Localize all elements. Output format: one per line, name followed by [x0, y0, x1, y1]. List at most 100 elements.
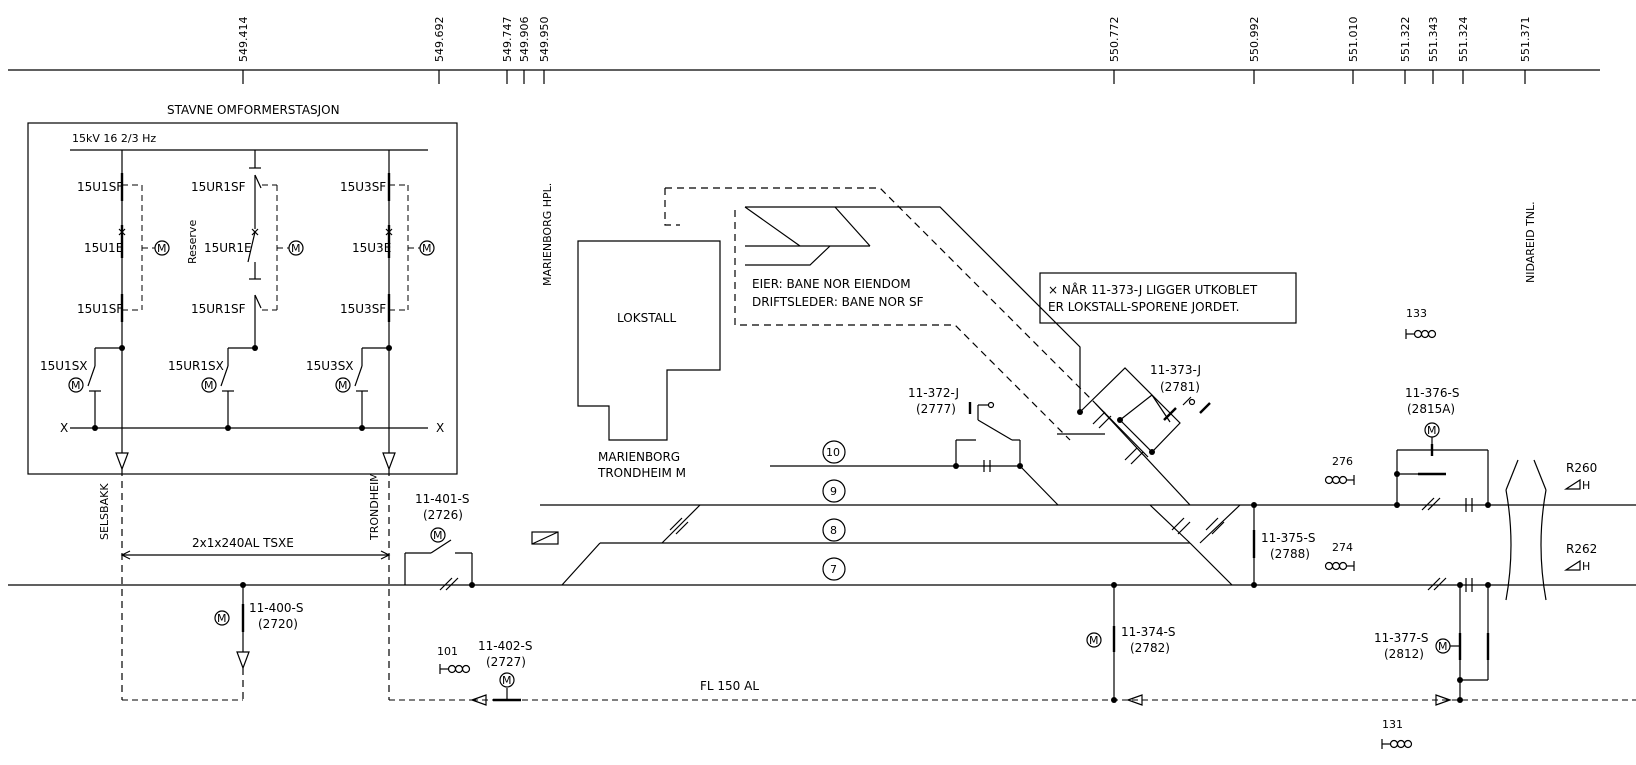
column-u1: M 15U1SF 15U1E 15U1SF M 15U1SX: [40, 150, 170, 453]
label-u1e: 15U1E: [84, 241, 123, 255]
route-r260: R260: [1566, 461, 1597, 475]
svg-text:M: M: [502, 674, 512, 687]
signal-icon: [439, 664, 471, 674]
svg-text:M: M: [204, 379, 214, 392]
station-frame: [27, 122, 458, 475]
converter-station: STAVNE OMFORMERSTASJON 15kV 16 2/3 Hz M …: [27, 103, 458, 475]
feeder-selsbakk: SELSBAKK: [98, 483, 111, 540]
motor-icon: [419, 240, 435, 256]
fl-feeder: M FL 150 AL 11-402-S (2727): [470, 639, 1636, 706]
km-label: 550.772: [1108, 17, 1121, 63]
lokstall-building: [577, 240, 721, 441]
svg-text:M: M: [157, 242, 167, 255]
svg-text:M: M: [433, 529, 443, 542]
label-u1sx: 15U1SX: [40, 359, 88, 373]
svg-text:X: X: [436, 421, 444, 435]
track-number-circle: [822, 518, 846, 542]
signal-276: 276: [1332, 455, 1353, 468]
km-label: 549.692: [433, 17, 446, 63]
signal-icon: [1324, 561, 1355, 571]
fl-label: FL 150 AL: [700, 679, 759, 693]
label-j373: 11-373-J: [1150, 363, 1201, 377]
main-line: M 11-400-S (2720): [8, 582, 1636, 700]
label-j372: 11-372-J: [908, 386, 959, 400]
track-number-circle: [822, 440, 846, 464]
column-u3: M 15U3SF 15U3E 15U3SF M 15U3SX: [306, 150, 435, 453]
motor-icon: [68, 377, 84, 393]
station-title: STAVNE OMFORMERSTASJON: [167, 103, 340, 117]
track-number-circle: [822, 557, 846, 581]
note-box: × NÅR 11-373-J LIGGER UTKOBLET ER LOKSTA…: [1039, 272, 1297, 324]
svg-text:M: M: [71, 379, 81, 392]
isolator-11-373-j: 11-373-J (2781): [1077, 363, 1211, 465]
track-number-circle: [822, 479, 846, 503]
station-tracks: 10 9 8 7: [531, 402, 1636, 586]
label-j373-n: (2781): [1160, 380, 1200, 394]
svg-text:M: M: [1089, 634, 1099, 647]
track-8: 8: [830, 524, 837, 537]
label-s376-n: (2815A): [1407, 402, 1455, 416]
lokstall-label: LOKSTALL: [617, 311, 676, 325]
signal-101: 101: [437, 645, 458, 658]
owner-label: EIER: BANE NOR EIENDOM: [752, 277, 911, 291]
km-ruler: 549.414 549.692 549.747 549.906 549.950 …: [8, 17, 1600, 84]
station-voltage: 15kV 16 2/3 Hz: [72, 132, 156, 145]
signal-icon: [1405, 329, 1437, 339]
km-label: 551.343: [1427, 17, 1440, 63]
feeder-trondheim: TRONDHEIM: [368, 472, 381, 541]
svg-text:H: H: [1582, 560, 1590, 573]
label-reserve: Reserve: [186, 220, 199, 264]
label-s401: 11-401-S: [415, 492, 469, 506]
label-u1sf-bot: 15U1SF: [77, 302, 123, 316]
motor-icon: [335, 377, 351, 393]
motor-icon: [201, 377, 217, 393]
label-s376: 11-376-S: [1405, 386, 1459, 400]
label-s400-n: (2720): [258, 617, 298, 631]
route-r262: R262: [1566, 542, 1597, 556]
place-marienborg-hpl: MARIENBORG HPL.: [541, 183, 554, 286]
label-s374-n: (2782): [1130, 641, 1170, 655]
svg-text:H: H: [1582, 479, 1590, 492]
label-s377: 11-377-S: [1374, 631, 1428, 645]
place-nidareid: NIDAREID TNL.: [1524, 201, 1537, 283]
signal-icon: [1381, 739, 1413, 749]
label-s377-n: (2812): [1384, 647, 1424, 661]
signal-133: 133: [1406, 307, 1427, 320]
km-label: 549.414: [237, 17, 250, 63]
km-label: 551.324: [1457, 17, 1470, 63]
km-label: 549.906: [518, 17, 531, 63]
label-s375-n: (2788): [1270, 547, 1310, 561]
km-label: 551.371: [1519, 17, 1532, 63]
label-ur1sf-top: 15UR1SF: [191, 180, 246, 194]
isolator-11-372-j: 11-372-J (2777): [908, 386, 1059, 506]
depot-area: MARIENBORG HPL. LOKSTALL MARIENBORG TRON…: [541, 183, 1105, 480]
label-u3sx: 15U3SX: [306, 359, 354, 373]
motor-icon: [499, 672, 515, 688]
km-label: 550.992: [1248, 17, 1261, 63]
tunnel-portal: NIDAREID TNL.: [1505, 201, 1547, 601]
svg-text:M: M: [217, 612, 227, 625]
label-u3sf-bot: 15U3SF: [340, 302, 386, 316]
switch-11-375-s: 11-375-S (2788): [1251, 502, 1315, 588]
svg-text:M: M: [1438, 640, 1448, 653]
label-u3sf-top: 15U3SF: [340, 180, 386, 194]
label-u3e: 15U3E: [352, 241, 391, 255]
km-label: 549.950: [538, 17, 551, 63]
track-9: 9: [830, 485, 837, 498]
label-u1sf-top: 15U1SF: [77, 180, 123, 194]
motor-icon: [1086, 632, 1102, 648]
switch-11-401-s: M 11-401-S (2726): [404, 492, 475, 591]
switch-11-374-s: M 11-374-S (2782): [1086, 582, 1175, 703]
label-s400: 11-400-S: [249, 601, 303, 615]
sign-icon: [531, 531, 559, 545]
km-label: 551.322: [1399, 17, 1412, 63]
km-label: 551.010: [1347, 17, 1360, 63]
svg-text:M: M: [1427, 424, 1437, 437]
operator-label: DRIFTSLEDER: BANE NOR SF: [752, 295, 924, 309]
svg-text:M: M: [338, 379, 348, 392]
motor-icon: [154, 240, 170, 256]
label-s401-n: (2726): [423, 508, 463, 522]
place-marienborg-1: MARIENBORG: [598, 450, 680, 464]
label-ur1sx: 15UR1SX: [168, 359, 224, 373]
km-label: 549.747: [501, 17, 514, 63]
